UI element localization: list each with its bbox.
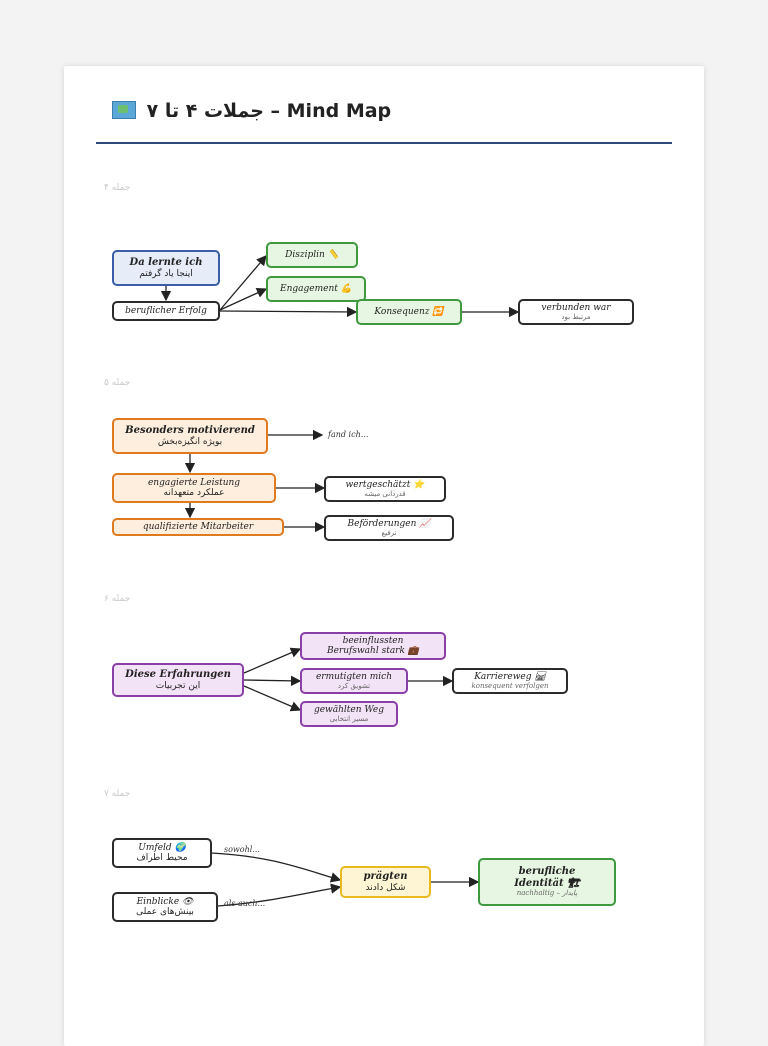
title-text: جملات ۴ تا ۷ – Mind Map: [146, 100, 392, 122]
node-einblicke[interactable]: Einblicke 👁 بینش‌های عملی: [112, 892, 218, 922]
node-umfeld[interactable]: Umfeld 🌍 محیط اطراف: [112, 838, 212, 868]
node-fa-text: اینجا یاد گرفتم: [139, 268, 193, 279]
section-label-7: جمله ۷: [104, 789, 131, 799]
node-engagierte-leistung[interactable]: engagierte Leistung عملکرد متعهدانه: [112, 473, 276, 503]
node-de-text-2: Identität 🏗: [514, 877, 580, 889]
edge-n12-n14: [243, 675, 302, 687]
node-de-text: verbunden war: [541, 302, 611, 313]
edge-n2-n4: [219, 288, 268, 311]
node-de-text: Diese Erfahrungen: [125, 669, 231, 681]
node-besonders-motivierend[interactable]: Besonders motivierend بویژه انگیزه‌بخش: [112, 418, 268, 454]
node-da-lernte-ich[interactable]: Da lernte ich اینجا یاد گرفتم: [112, 250, 220, 286]
node-de-text: Disziplin 📏: [285, 249, 339, 260]
node-befoerderungen[interactable]: Beförderungen 📈 ترفیع: [324, 515, 454, 541]
node-fa-text: شکل دادند: [365, 882, 406, 893]
node-de-text-2: Berufswahl stark 💼: [326, 646, 420, 656]
node-de-text: Konsequenz 🔁: [374, 306, 444, 317]
node-beeinflussten[interactable]: beeinflussten Berufswahl stark 💼: [300, 632, 446, 660]
edge-n18-n19: [217, 883, 342, 907]
node-qualifizierte-mitarbeiter[interactable]: qualifizierte Mitarbeiter: [112, 518, 284, 536]
node-de-text: Karriereweg 🛤: [474, 671, 546, 682]
node-praegten[interactable]: prägten شکل دادند: [340, 866, 431, 898]
edge-n12-n13: [243, 647, 302, 674]
node-de-text: berufliche: [518, 866, 576, 878]
section-label-5: جمله ۵: [104, 378, 131, 388]
node-de-text: Da lernte ich: [129, 257, 203, 269]
node-berufliche-identitaet[interactable]: berufliche Identität 🏗 nachhaltig – پاید…: [478, 858, 616, 906]
edge-n2-n3: [219, 255, 267, 311]
node-gewaehlten-weg[interactable]: gewählten Weg مسیر انتخابی: [300, 701, 398, 727]
node-de-text: Einblicke 👁: [136, 896, 194, 907]
node-de-text: prägten: [363, 871, 408, 883]
node-de-text: wertgeschätzt ⭐: [345, 479, 425, 490]
node-fa-text: محیط اطراف: [136, 853, 188, 863]
edge-n12-n15: [243, 685, 302, 712]
node-sub-text: nachhaltig – پایدار: [516, 889, 578, 898]
page-title: جملات ۴ تا ۷ – Mind Map: [112, 100, 391, 132]
node-fa-text: ترفیع: [381, 529, 397, 538]
node-karriereweg[interactable]: Karriereweg 🛤 konsequent verfolgen: [452, 668, 568, 694]
node-wertgeschaetzt[interactable]: wertgeschätzt ⭐ قدردانی میشه: [324, 476, 446, 502]
node-ermutigten-mich[interactable]: ermutigten mich تشویق کرد: [300, 668, 408, 694]
edge-label-als-auch: als auch...: [224, 899, 266, 908]
node-disziplin[interactable]: Disziplin 📏: [266, 242, 358, 268]
section-label-6: جمله ۶: [104, 594, 131, 604]
node-fa-text: بویژه انگیزه‌بخش: [157, 436, 223, 447]
edge-label-sowohl: sowohl...: [224, 845, 260, 854]
node-konsequenz[interactable]: Konsequenz 🔁: [356, 299, 462, 325]
section-label-4: جمله ۴: [104, 183, 131, 193]
node-de-text: beruflicher Erfolg: [125, 305, 207, 316]
edge-label-fand: fand ich...: [328, 430, 369, 439]
node-diese-erfahrungen[interactable]: Diese Erfahrungen این تجربیات: [112, 663, 244, 697]
node-verbunden-war[interactable]: verbunden war مرتبط بود: [518, 299, 634, 325]
node-fa-text: این تجربیات: [155, 680, 201, 691]
node-de-text: Engagement 💪: [280, 283, 352, 294]
edges-layer: [160, 255, 520, 907]
node-fa-text: مرتبط بود: [561, 313, 591, 322]
node-de-text: Besonders motivierend: [125, 425, 255, 437]
edge-n17-n19: [210, 852, 342, 883]
title-divider: [96, 142, 672, 144]
node-beruflicher-erfolg[interactable]: beruflicher Erfolg: [112, 301, 220, 321]
node-de-text: beeinflussten: [342, 635, 404, 646]
node-sub-text: konsequent verfolgen: [471, 682, 549, 691]
node-de-text: ermutigten mich: [315, 671, 393, 682]
edge-n2-n5: [219, 306, 358, 318]
node-fa-text: قدردانی میشه: [364, 490, 406, 499]
node-fa-text: بینش‌های عملی: [136, 907, 194, 917]
node-de-text: gewählten Weg: [313, 704, 385, 715]
map-icon: [112, 101, 136, 119]
node-de-text: qualifizierte Mitarbeiter: [142, 521, 254, 532]
node-fa-text: مسیر انتخابی: [329, 715, 369, 724]
node-de-text: Umfeld 🌍: [138, 842, 186, 853]
node-engagement[interactable]: Engagement 💪: [266, 276, 366, 302]
node-de-text: engagierte Leistung: [147, 477, 241, 488]
node-fa-text: عملکرد متعهدانه: [163, 488, 225, 498]
node-de-text: Beförderungen 📈: [347, 518, 431, 529]
node-fa-text: تشویق کرد: [337, 682, 371, 691]
